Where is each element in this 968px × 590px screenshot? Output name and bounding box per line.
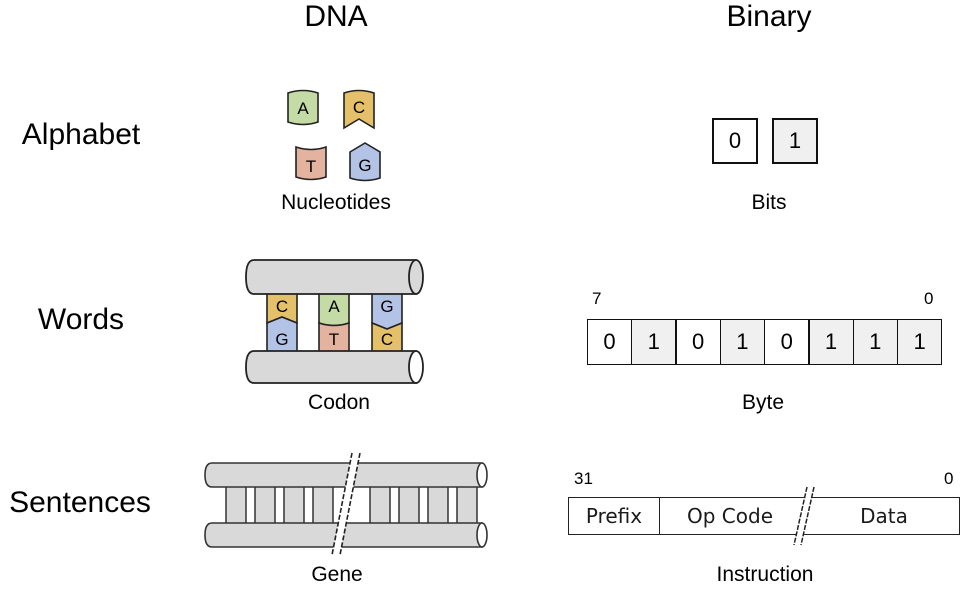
bit-one: 1	[772, 118, 818, 164]
codon-top-base-letter: A	[328, 297, 340, 316]
byte-bit: 1	[852, 319, 898, 365]
codon-top-strand	[245, 259, 424, 295]
codon-bottom-strand	[245, 350, 424, 384]
nucleotide-g-shape	[349, 142, 381, 182]
alphabet-row-label: Alphabet	[21, 118, 141, 151]
instruction-break-mark	[793, 486, 815, 546]
words-row-label: Words	[37, 303, 125, 336]
codon-top-base-letter: G	[380, 297, 393, 316]
nucleotide-g: G	[349, 142, 381, 182]
byte-bit: 1	[631, 319, 677, 365]
codon-base-pair: CG	[266, 284, 298, 362]
nucleotide-t: T	[295, 145, 327, 181]
bit-one-value: 1	[788, 128, 802, 153]
byte-bit: 0	[587, 319, 632, 365]
instruction-lsb-label: 0	[944, 469, 954, 488]
codon-top-base-letter: C	[276, 297, 288, 316]
nucleotides-diagram: A C T G	[287, 89, 381, 182]
nucleotides-caption: Nucleotides	[281, 191, 391, 214]
gene-break-mark	[331, 452, 361, 555]
gene-top-strand	[204, 462, 488, 488]
bits-caption: Bits	[751, 191, 787, 214]
nucleotide-c-letter: C	[353, 98, 365, 117]
binary-column-title: Binary	[726, 0, 812, 33]
codon-base-pair: AT	[318, 284, 350, 362]
codon-base-pair: GC	[371, 284, 403, 362]
codon-bottom-base-letter: C	[381, 330, 393, 349]
nucleotide-a: A	[287, 89, 319, 126]
byte-lsb-label: 0	[924, 289, 934, 308]
nucleotide-t-shape	[295, 145, 327, 181]
byte-bit: 1	[897, 319, 943, 365]
nucleotide-c: C	[343, 89, 375, 130]
instruction-word: Prefix Op Code Data	[568, 497, 960, 535]
nucleotide-g-letter: G	[358, 156, 371, 175]
byte-bit: 0	[675, 319, 721, 365]
byte-bit: 1	[719, 319, 765, 365]
codon-bottom-base-letter: T	[329, 330, 339, 349]
bit-zero: 0	[712, 118, 758, 164]
byte-caption: Byte	[741, 391, 785, 414]
gene-caption: Gene	[311, 563, 363, 586]
instruction-field-prefix: Prefix	[569, 498, 660, 534]
instruction-field-data: Data	[860, 504, 908, 528]
instruction-field-opcode: Op Code	[687, 504, 773, 528]
codon-bottom-base-letter: G	[275, 330, 288, 349]
byte-bit: 0	[764, 319, 810, 365]
sentences-row-label: Sentences	[9, 486, 151, 519]
codon-caption: Codon	[308, 391, 370, 414]
byte-bit: 1	[808, 319, 854, 365]
gene-diagram	[204, 452, 488, 555]
nucleotide-a-letter: A	[297, 99, 309, 118]
instruction-caption: Instruction	[716, 563, 814, 586]
nucleotide-t-letter: T	[306, 157, 316, 176]
bit-zero-value: 0	[728, 128, 742, 153]
instruction-msb-label: 31	[574, 469, 593, 488]
dna-column-title: DNA	[304, 0, 368, 33]
nucleotide-a-shape	[287, 89, 319, 126]
byte-msb-label: 7	[592, 289, 602, 308]
nucleotide-c-shape	[343, 89, 375, 130]
gene-base-pairs	[225, 479, 478, 534]
